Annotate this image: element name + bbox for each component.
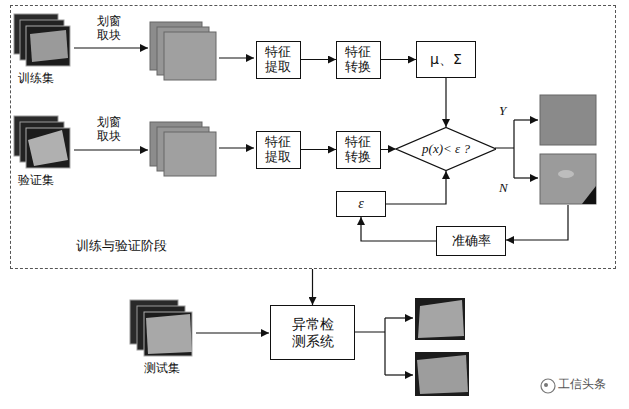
step-label: 划窗 取块 — [95, 116, 123, 144]
step-label: 划窗 取块 — [95, 15, 123, 43]
abnormal-patch — [540, 154, 596, 204]
branch-label: N — [499, 181, 508, 196]
region-title: 训练与验证阶段 — [76, 239, 167, 254]
process-box: μ、Σ — [416, 41, 476, 78]
node-text: ε — [358, 196, 364, 212]
node-text: 异常检 测系统 — [289, 316, 335, 348]
watermark-icon — [541, 379, 555, 393]
process-box: 准确率 — [436, 226, 506, 256]
node-text: 特征 提取 — [264, 45, 294, 75]
flow-arrows — [74, 48, 568, 375]
node-text: p(x)< ε ? — [422, 142, 470, 157]
flow-connector — [361, 217, 436, 241]
flow-connector — [381, 59, 416, 60]
flow-connector — [445, 78, 446, 127]
dataset-label: 训练集 — [18, 72, 54, 86]
node-text: μ、Σ — [430, 51, 462, 67]
training-images — [14, 14, 70, 66]
process-box: 特征 提取 — [256, 41, 301, 79]
validation-images — [14, 116, 70, 168]
flow-connector — [301, 59, 336, 60]
result-images — [415, 298, 469, 396]
node-text: 特征 转换 — [344, 45, 374, 75]
decision-diamond: p(x)< ε ? — [396, 127, 496, 171]
process-box: ε — [336, 191, 386, 217]
branch-label: Y — [499, 104, 506, 119]
flow-connector — [381, 148, 396, 150]
dataset-label: 测试集 — [144, 362, 180, 376]
flow-connector — [301, 149, 336, 150]
dataset-label: 验证集 — [18, 174, 54, 188]
flow-connector — [312, 269, 313, 305]
watermark: 工信头条 — [558, 378, 606, 392]
process-box: 特征 转换 — [336, 131, 381, 169]
node-text: 准确率 — [452, 234, 491, 249]
test-images — [130, 300, 192, 356]
process-box: 特征 提取 — [256, 131, 301, 169]
process-box: 特征 转换 — [336, 41, 381, 79]
validation-patches — [150, 122, 216, 176]
flow-connector — [386, 171, 446, 204]
node-text: 特征 提取 — [264, 135, 294, 165]
training-patches — [150, 22, 216, 80]
normal-patch — [540, 95, 596, 145]
process-box: 异常检 测系统 — [270, 305, 355, 360]
node-text: 特征 转换 — [344, 135, 374, 165]
